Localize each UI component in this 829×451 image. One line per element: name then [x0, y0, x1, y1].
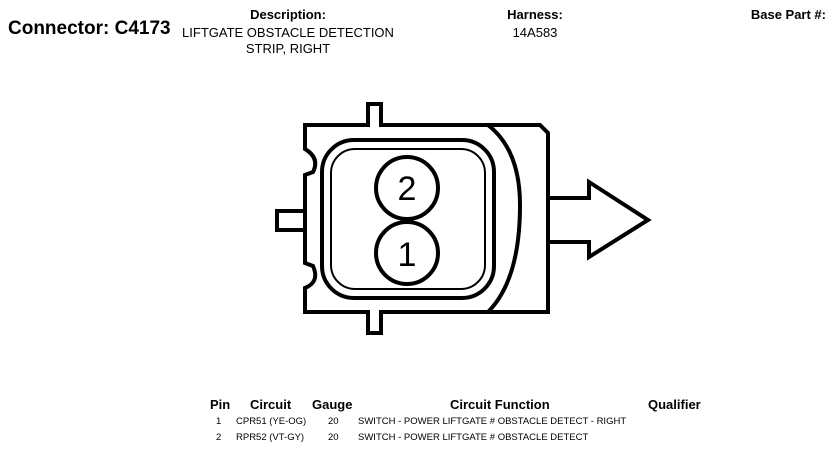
connector-cavity-inner: [330, 148, 486, 290]
row-pin: 2: [216, 432, 222, 443]
connector-id: C4173: [114, 18, 171, 39]
table-header-qualifier: Qualifier: [648, 397, 701, 412]
connector-cavity: [320, 138, 496, 300]
pin-label-1: 1: [398, 236, 417, 274]
connector-title: Connector: C4173: [8, 18, 171, 40]
pin-label-2: 2: [398, 170, 417, 208]
row-gauge: 20: [328, 432, 339, 443]
left-key-tab: [275, 209, 305, 232]
table-header-gauge: Gauge: [312, 397, 353, 412]
table-header-pin: Pin: [210, 397, 231, 412]
pin-cavity-1: [374, 220, 440, 286]
description-line-2: STRIP, RIGHT: [245, 41, 331, 56]
pin-cavity-2: [374, 155, 440, 221]
mating-direction-arrow: [548, 178, 652, 261]
row-pin: 1: [216, 416, 222, 427]
table-header-function: Circuit Function: [450, 397, 550, 412]
connector-housing-outline: [303, 102, 550, 335]
row-circuit: RPR52 (VT-GY): [236, 432, 305, 443]
table-header-circuit: Circuit: [250, 397, 292, 412]
row-function: SWITCH - POWER LIFTGATE # OBSTACLE DETEC…: [358, 432, 589, 443]
base-part-heading: Base Part #:: [750, 7, 826, 22]
connector-label: Connector:: [8, 18, 110, 39]
row-function: SWITCH - POWER LIFTGATE # OBSTACLE DETEC…: [358, 416, 627, 427]
row-gauge: 20: [328, 416, 339, 427]
latch-curve: [486, 123, 523, 314]
row-circuit: CPR51 (YE-OG): [236, 416, 307, 427]
harness-heading: Harness:: [507, 7, 563, 22]
description-heading: Description:: [250, 7, 326, 22]
description-value: LIFTGATE OBSTACLE DETECTION STRIP, RIGHT: [168, 25, 408, 57]
harness-value: 14A583: [512, 25, 558, 40]
description-line-1: LIFTGATE OBSTACLE DETECTION: [182, 25, 394, 40]
